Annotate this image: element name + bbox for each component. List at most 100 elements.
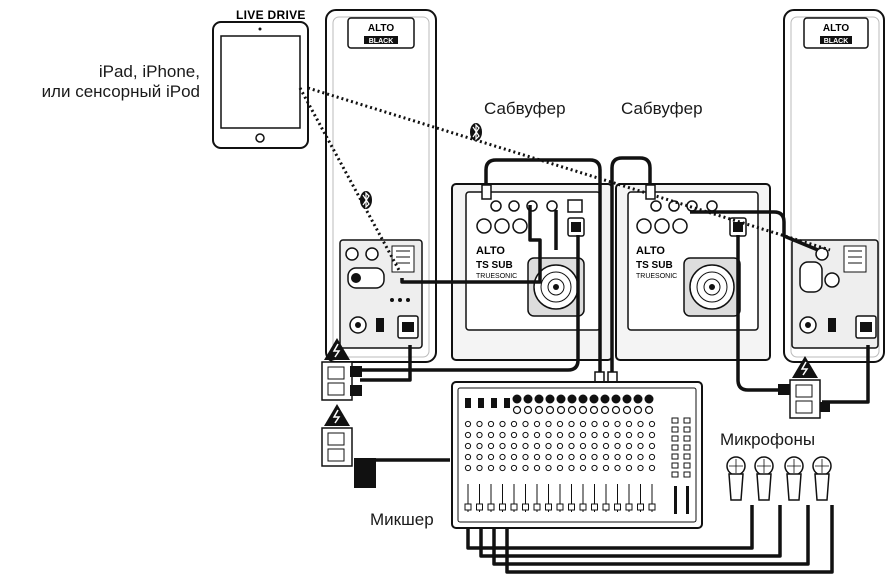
mixer-fader-cap — [648, 503, 656, 511]
mixer-console — [451, 381, 703, 529]
mixer-eq-knob — [637, 431, 644, 439]
right-speaker: ALTO BLACK — [783, 9, 885, 363]
mixer-eq-knob — [522, 431, 529, 439]
mixer-eq-knob — [476, 431, 483, 439]
mixer-master-button — [671, 417, 679, 424]
mixer-master-button — [683, 426, 691, 433]
mixer-eq-knob — [625, 420, 633, 428]
mixer-eq-knob — [625, 464, 633, 472]
sub-model-left: TS SUB — [476, 260, 513, 271]
mixer-knob — [611, 405, 621, 415]
mixer-eq-knob — [579, 420, 587, 428]
mixer-eq-knob — [625, 442, 633, 450]
mixer-eq-knob — [545, 464, 552, 472]
mixer-fader-cap — [487, 503, 495, 511]
microphones — [726, 456, 832, 501]
mixer-eq-knob — [579, 453, 587, 461]
mixer-input-jack — [478, 398, 484, 408]
mixer-master-button — [671, 471, 679, 478]
sub-model-right: TS SUB — [636, 260, 673, 271]
ipad-device — [212, 21, 309, 149]
mixer-eq-knob — [476, 453, 483, 461]
mixer-gain-knob — [578, 394, 588, 404]
mixer-eq-knob — [625, 453, 633, 461]
speaker-model-left: BLACK — [369, 38, 394, 45]
mixer-eq-knob — [568, 464, 575, 472]
mixer-gain-knob — [523, 394, 533, 404]
device-label: iPad, iPhone, или сенсорный iPod — [41, 62, 200, 101]
mixer-master-button — [671, 426, 679, 433]
mixer-eq-knob — [545, 431, 552, 439]
mixer-eq-knob — [533, 464, 541, 472]
microphone-icon — [754, 456, 774, 501]
mixer-eq-knob — [522, 453, 529, 461]
speaker-brand-right: ALTO — [823, 23, 850, 34]
mixer-eq-knob — [487, 420, 495, 428]
microphone-icon — [726, 456, 746, 501]
mixer-knob — [523, 405, 533, 415]
mixer-fader-cap — [545, 503, 552, 511]
mixer-master-button — [671, 435, 679, 442]
mixer-eq-knob — [556, 453, 564, 461]
mixer-eq-knob — [499, 453, 506, 461]
mixer-eq-knob — [614, 464, 621, 472]
mixer-eq-knob — [464, 453, 472, 461]
mixer-master-button — [683, 462, 691, 469]
mixer-fader-cap — [579, 503, 587, 511]
mixer-eq-knob — [614, 453, 621, 461]
mixer-eq-knob — [556, 420, 564, 428]
mixer-eq-knob — [545, 420, 552, 428]
sub-series-left: TRUESONIC — [476, 273, 517, 280]
subwoofer-left-label: Сабвуфер — [484, 99, 566, 118]
mixer-eq-knob — [522, 442, 529, 450]
mixer-knob — [622, 405, 632, 415]
mixer-eq-knob — [591, 420, 598, 428]
mixer-knob — [567, 405, 577, 415]
mixer-fader-cap — [522, 503, 529, 511]
mixer-eq-knob — [476, 420, 483, 428]
bluetooth-links — [298, 86, 831, 273]
mixer-master-button — [671, 453, 679, 460]
microphone-icon — [784, 456, 804, 501]
bluetooth-icon — [360, 123, 482, 209]
mixer-eq-knob — [602, 453, 610, 461]
mixer-eq-knob — [533, 431, 541, 439]
right-subwoofer: ALTO TS SUB TRUESONIC — [615, 183, 771, 361]
mixer-fader-cap — [591, 503, 598, 511]
mixer-gain-knob — [567, 394, 577, 404]
mixer-eq-knob — [591, 453, 598, 461]
mixer-fader-cap — [614, 503, 621, 511]
mixer-knob — [589, 405, 599, 415]
mixer-eq-knob — [648, 464, 656, 472]
sub-brand-right: ALTO — [636, 245, 665, 257]
mixer-eq-knob — [556, 464, 564, 472]
mixer-eq-knob — [556, 442, 564, 450]
mixer-knob — [545, 405, 555, 415]
mixer-gain-knob — [644, 394, 654, 404]
mixer-eq-knob — [568, 442, 575, 450]
mixer-fader-cap — [602, 503, 610, 511]
mixer-fader-cap — [476, 503, 483, 511]
mixer-eq-knob — [545, 453, 552, 461]
mixer-eq-knob — [591, 442, 598, 450]
mixer-eq-knob — [648, 420, 656, 428]
mixer-eq-knob — [637, 420, 644, 428]
mixer-eq-knob — [602, 431, 610, 439]
power-outlet-icon — [321, 361, 830, 488]
mixer-eq-knob — [568, 453, 575, 461]
mixer-eq-knob — [499, 420, 506, 428]
mixer-eq-knob — [476, 442, 483, 450]
mixer-gain-knob — [622, 394, 632, 404]
mixer-gain-knob — [600, 394, 610, 404]
mixer-master-button — [683, 444, 691, 451]
mixer-eq-knob — [464, 442, 472, 450]
mixer-eq-knob — [487, 442, 495, 450]
mixer-eq-knob — [648, 431, 656, 439]
live-drive-label: LIVE DRIVE — [236, 8, 306, 22]
mixer-eq-knob — [637, 464, 644, 472]
mixer-eq-knob — [510, 464, 518, 472]
mixer-eq-knob — [579, 442, 587, 450]
mixer-eq-knob — [602, 464, 610, 472]
mixer-knob — [633, 405, 643, 415]
